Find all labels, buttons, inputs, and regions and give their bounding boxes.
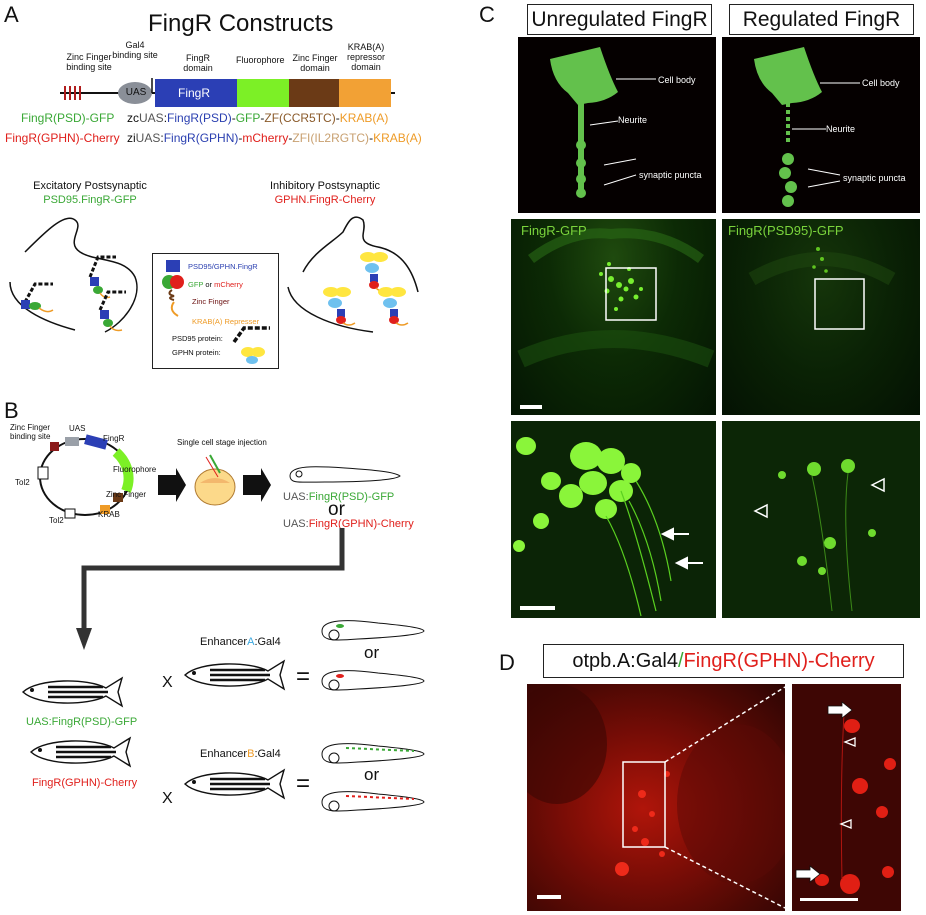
row2-name: FingR(GPHN)-Cherry (5, 131, 120, 145)
header-panel-d: otpb.A:Gal4/FingR(GPHN)-Cherry (543, 644, 904, 678)
excitatory-sub: PSD95.FingR-GFP (43, 194, 137, 206)
product-b: UAS:FingR(GPHN)-Cherry (283, 518, 414, 530)
krab-box (339, 79, 391, 107)
scale-bar (520, 405, 542, 409)
panel-letter-d: D (499, 650, 515, 675)
enhancer-b-label: EnhancerB:Gal4 (200, 748, 281, 760)
cross-connector-arrow (76, 528, 345, 650)
plasmid-label-fingr: FingR (103, 434, 125, 443)
embryo-icon (289, 466, 401, 483)
panel-a-title: FingR Constructs (148, 10, 334, 37)
excitatory-synapse-drawing (9, 217, 138, 333)
zf-binding-site-marks (64, 86, 81, 100)
inhibitory-synapse-drawing (287, 216, 419, 333)
label-fluorophore: Fluorophore (236, 55, 285, 65)
fish-icon-enhancer-a (183, 659, 286, 691)
fish-label-psd: UAS:FingR(PSD)-GFP (26, 716, 138, 728)
larva-icon-b1 (321, 743, 425, 764)
injection-drawing (158, 454, 271, 506)
fish-icon-enhancer-b (183, 768, 286, 800)
panel-letter-c: C (479, 2, 495, 27)
or-a: or (364, 643, 380, 662)
fluorophore-box (237, 79, 289, 107)
label-neurite-left: Neurite (618, 115, 648, 125)
fish-icon-psd (21, 676, 124, 708)
header-unregulated: Unregulated FingR (527, 4, 712, 35)
construct-map (60, 78, 395, 107)
larva-icon-a2 (321, 670, 425, 691)
plasmid-label-tol2-bottom: Tol2 (49, 516, 64, 525)
row1-name: FingR(PSD)-GFP (21, 111, 115, 125)
legend-krab: KRAB(A) Represser (192, 317, 260, 326)
equals-b: = (296, 770, 311, 797)
product-a: UAS:FingR(PSD)-GFP (283, 491, 395, 503)
promoter-arrow (151, 78, 153, 93)
fish-icon-gphn (29, 736, 132, 768)
or-b: or (364, 765, 380, 784)
micrograph-fingr-psd95-gfp: FingR(PSD95)-GFP (722, 219, 920, 415)
inhibitory-sub: GPHN.FingR-Cherry (274, 194, 376, 206)
legend-box (152, 253, 279, 369)
micrograph-zoom-right (722, 421, 920, 618)
legend-gphn: GPHN protein: (172, 348, 221, 357)
row2-construct: ziUAS:FingR(GPHN)-mCherry-ZFI(IL2RGTC)-K… (127, 131, 422, 145)
excitatory-title: Excitatory Postsynaptic (33, 180, 147, 192)
micrograph-fingr-gfp: FingR-GFP (511, 219, 716, 415)
fish-label-gphn: FingR(GPHN)-Cherry (32, 777, 138, 789)
label-gal4-binding-site: Gal4 binding site (112, 40, 158, 60)
label-fingr-domain: FingR domain (183, 53, 213, 73)
label-neurite-right: Neurite (826, 124, 856, 134)
legend-zinc-finger: Zinc Finger (192, 297, 230, 306)
fingr-box-label: FingR (177, 86, 210, 100)
micro-label-left: FingR-GFP (521, 223, 587, 238)
zinc-finger-box (289, 79, 339, 107)
label-krab-domain: KRAB(A) repressor domain (346, 42, 385, 72)
arrow-icon-2 (243, 468, 271, 502)
micrograph-otpb (527, 684, 785, 911)
schematic-unregulated: Cell body Neurite synaptic puncta (518, 37, 716, 213)
larva-icon-a1 (321, 620, 425, 641)
plasmid-label-tol2-left: Tol2 (15, 478, 30, 487)
label-cell-body-right: Cell body (862, 78, 900, 88)
uas-label: UAS (125, 87, 147, 98)
enhancer-a-label: EnhancerA:Gal4 (200, 636, 281, 648)
micrograph-otpb-zoom (792, 684, 901, 911)
uas-ellipse (118, 82, 152, 104)
panel-letter-b: B (4, 398, 19, 423)
panel-letter-a: A (4, 2, 19, 27)
plasmid-drawing (37, 434, 134, 519)
plasmid-label-krab: KRAB (98, 510, 120, 519)
label-zinc-finger-domain: Zinc Finger domain (292, 53, 338, 73)
larva-icon-b2 (321, 791, 425, 812)
injection-label: Single cell stage injection (177, 438, 267, 447)
cross-symbol-a: X (162, 674, 173, 691)
cross-symbol-b: X (162, 790, 173, 807)
legend-fluor: GFP or mCherry (188, 280, 243, 289)
product-or: or (328, 499, 345, 520)
micro-label-right: FingR(PSD95)-GFP (728, 223, 844, 238)
micrograph-zoom-left (511, 421, 716, 618)
legend-fingr: PSD95/GPHN.FingR (188, 262, 258, 271)
label-cell-body-left: Cell body (658, 75, 696, 85)
header-regulated: Regulated FingR (729, 4, 914, 35)
arrow-icon (158, 468, 186, 502)
label-puncta-right: synaptic puncta (843, 173, 906, 183)
schematic-regulated: Cell body Neurite synaptic puncta (722, 37, 920, 213)
legend-protein-icons (232, 326, 270, 364)
fingr-complex (88, 255, 116, 299)
legend-psd95: PSD95 protein: (172, 334, 223, 343)
label-zf-binding-site: Zinc Finger binding site (66, 52, 112, 72)
plasmid-label-fluorophore: Fluorophore (113, 465, 157, 474)
row1-construct: zcUAS:FingR(PSD)-GFP-ZF(CCR5TC)-KRAB(A) (127, 111, 389, 125)
legend-glyphs (162, 260, 184, 317)
inhibitory-title: Inhibitory Postsynaptic (269, 180, 381, 192)
plasmid-label-uas: UAS (69, 424, 86, 433)
label-puncta-left: synaptic puncta (639, 170, 702, 180)
equals-a: = (296, 663, 311, 690)
plasmid-label-zf-site: Zinc Finger binding site (10, 423, 51, 441)
fingr-domain-box (155, 79, 237, 107)
plasmid-label-zinc-finger: Zinc Finger (106, 490, 147, 499)
